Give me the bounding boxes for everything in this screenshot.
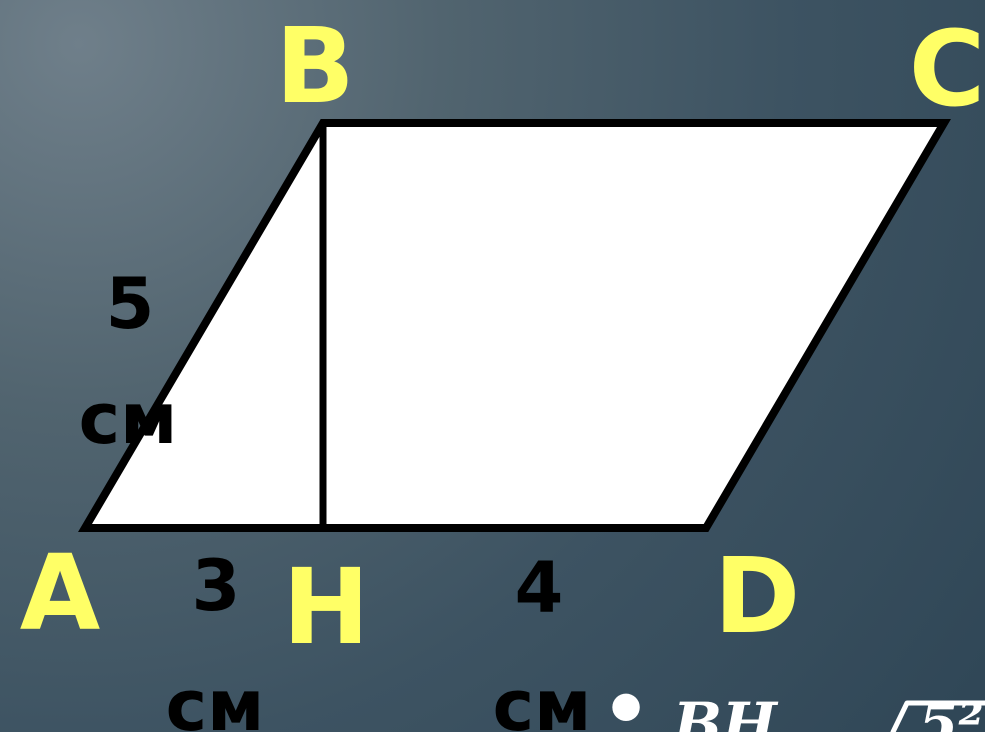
segment-ah-unit: см [166,665,265,732]
segment-hd-value: 4 [515,547,564,629]
vertex-label-b: B [275,5,354,127]
formula-bullet: • [601,664,651,732]
formula-radical-symbol [890,700,985,732]
formula-radical-fragment: 5² [918,690,984,732]
vertex-label-d: D [714,535,800,657]
formula-bh-text: BH [671,690,779,732]
vertex-label-h: H [282,546,369,668]
side-ab-value: 5 [106,263,155,345]
segment-ah-value: 3 [192,545,241,627]
vertex-label-a: A [20,532,101,654]
side-ab-unit: см [79,378,178,460]
vertex-label-c: C [909,8,985,130]
segment-hd-unit: см [493,665,592,732]
parallelogram-abcd [78,119,951,532]
